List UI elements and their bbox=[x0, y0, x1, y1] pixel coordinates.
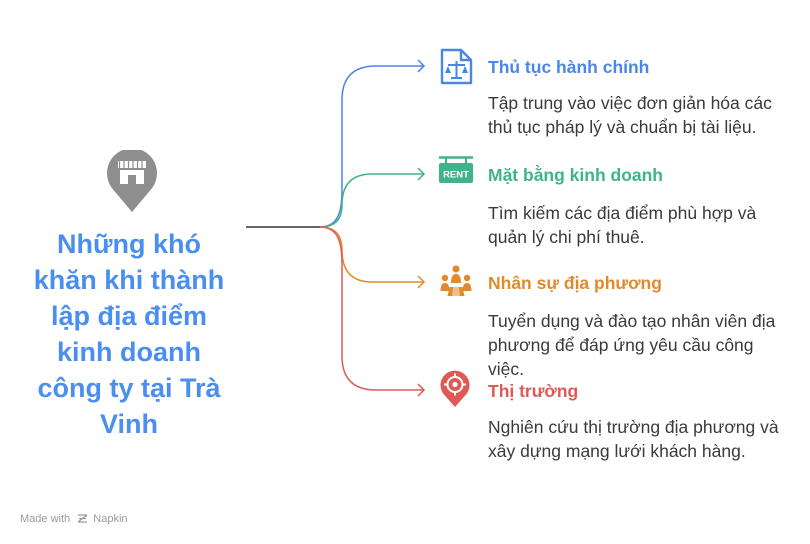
connector-branch-3 bbox=[319, 226, 424, 283]
made-with-label: Made with bbox=[20, 513, 71, 525]
connector-arrow-1 bbox=[417, 59, 426, 73]
rent-sign-label: RENT bbox=[443, 170, 469, 181]
branch-desc-1: Tập trung vào việc đơn giản hóa các thủ … bbox=[488, 93, 772, 137]
rent-sign-icon: RENT bbox=[437, 156, 477, 196]
branch-title-2: Mặt bằng kinh doanh bbox=[488, 165, 663, 185]
people-group-icon bbox=[437, 263, 477, 303]
branch-desc-4: Nghiên cứu thị trường địa phương và xây … bbox=[488, 417, 779, 461]
napkin-logo-icon bbox=[77, 513, 88, 527]
branch-desc-3: Tuyển dụng và đào tạo nhân viên địa phươ… bbox=[488, 311, 776, 379]
target-pin-icon bbox=[437, 370, 477, 410]
connector-arrow-4 bbox=[417, 383, 426, 397]
center-title: Những khó khăn khi thành lập địa điểm ki… bbox=[33, 229, 225, 439]
made-with-napkin-badge[interactable]: Made with Napkin bbox=[20, 513, 128, 527]
napkin-brand-label: Napkin bbox=[93, 513, 128, 525]
connector-branch-2 bbox=[319, 173, 424, 228]
branch-title-3: Nhân sự địa phương bbox=[488, 273, 662, 293]
legal-document-scale-icon bbox=[437, 47, 477, 87]
connector-branch-4 bbox=[319, 226, 424, 391]
branch-desc-2: Tìm kiếm các địa điểm phù hợp và quản lý… bbox=[488, 203, 757, 247]
connector-arrow-2 bbox=[417, 167, 426, 181]
store-pin-icon bbox=[106, 148, 158, 214]
connector-arrow-3 bbox=[417, 275, 426, 289]
branch-title-1: Thủ tục hành chính bbox=[488, 57, 650, 77]
branch-title-4: Thị trường bbox=[488, 381, 579, 401]
connector-branch-1 bbox=[319, 65, 424, 228]
